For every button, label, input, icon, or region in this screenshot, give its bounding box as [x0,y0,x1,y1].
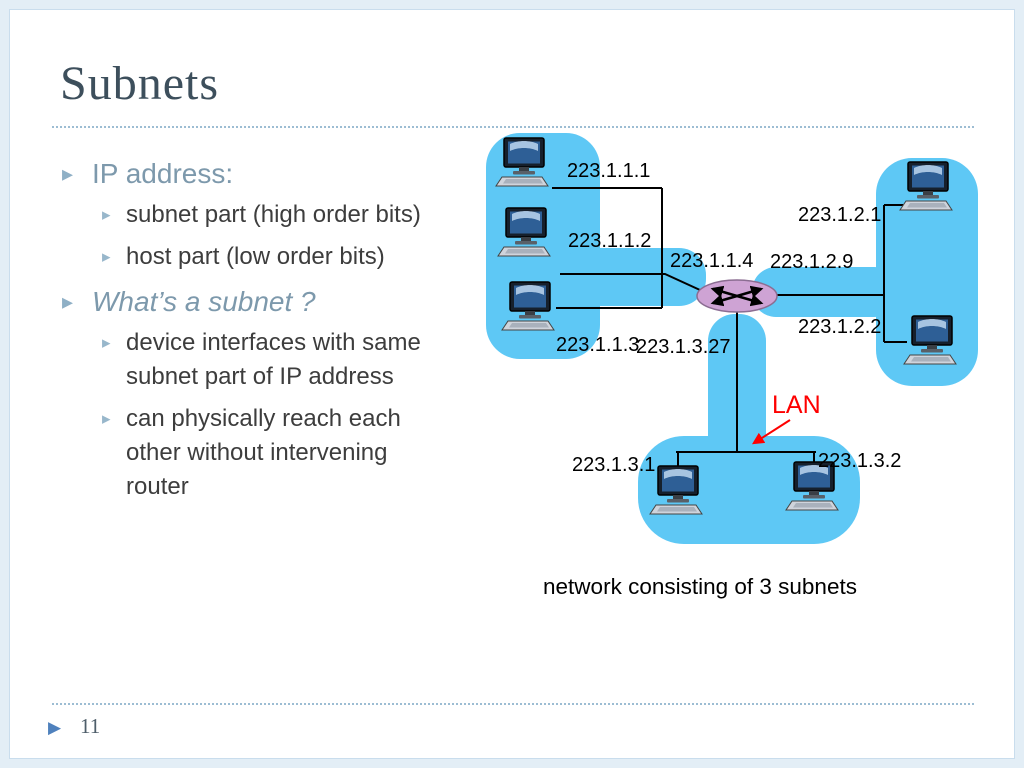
ip-label: 223.1.2.2 [798,316,881,338]
host-pc-icon [497,207,551,257]
list-item-text: device interfaces with same subnet part … [126,329,421,391]
footer-divider-dotted-line [52,703,974,705]
footer-triangle-icon: ▶ [48,718,62,737]
bullet-arrow-icon: ▸ [62,161,74,186]
list-item-text: can physically reach each other without … [126,405,401,501]
title-divider-dotted-line [52,126,974,128]
ip-label: 223.1.1.1 [567,160,650,182]
bullet-arrow-icon: ▸ [102,247,111,267]
ip-label: 223.1.3.27 [636,336,731,358]
list-item: ▸ can physically reach each other withou… [102,402,482,504]
ip-label: 223.1.2.1 [798,204,881,226]
bullet-arrow-icon: ▸ [102,205,111,224]
ip-label: 223.1.1.4 [670,250,753,272]
list-item: ▸ host part (low order bits) [102,240,482,274]
list-item: ▸ subnet part (high order bits) [102,198,482,232]
host-pc-icon [899,161,953,211]
network-wires [552,187,907,467]
lan-label: LAN [772,391,821,419]
host-pc-icon [495,137,549,187]
bullet-arrow-icon: ▸ [102,409,111,429]
list-item-text: IP address: [92,158,234,189]
ip-label: 223.1.3.2 [818,450,901,472]
ip-label: 223.1.2.9 [770,251,853,273]
page-number: 11 [80,714,101,738]
lan-arrow [751,419,791,445]
bullet-list: ▸ IP address: ▸ subnet part (high order … [62,146,482,513]
list-item: ▸ device interfaces with same subnet par… [102,326,482,394]
host-pc-icon [501,281,555,331]
host-pc-icon [903,315,957,365]
host-pc-icon [649,465,703,515]
ip-label: 223.1.1.3 [556,334,639,356]
list-item: ▸ What’s a subnet ? [62,286,482,318]
slide-title: Subnets [60,57,220,110]
router-icon [696,279,778,313]
bullet-arrow-icon: ▸ [62,289,74,315]
ip-label: 223.1.1.2 [568,230,651,252]
diagram-caption: network consisting of 3 subnets [543,574,857,599]
list-item-text: host part (low order bits) [126,243,385,271]
list-item-text: subnet part (high order bits) [126,201,421,228]
ip-label: 223.1.3.1 [572,454,655,476]
list-item: ▸ IP address: [62,158,482,190]
bullet-arrow-icon: ▸ [102,333,111,353]
list-item-text: What’s a subnet ? [92,286,316,318]
